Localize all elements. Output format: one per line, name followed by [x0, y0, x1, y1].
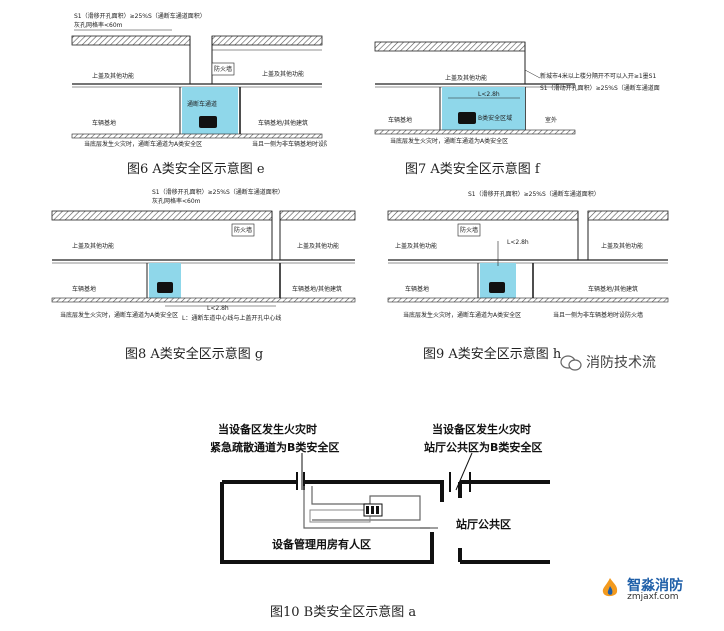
- figure-f-dim-label: L<2.8h: [478, 91, 500, 98]
- figure-e-roof-right: [211, 35, 323, 46]
- figure-f-roof: [374, 41, 526, 52]
- figure-a-caption: 图10 B类安全区示意图 a: [270, 605, 417, 620]
- figure-f-side-note-1: 新城市4米以上楼分隔开不可以入开≥1墨S1: [540, 72, 656, 80]
- figure-e-caption: 图6 A类安全区示意图 e: [127, 162, 265, 177]
- wechat-icon: [560, 355, 582, 371]
- logo-watermark: 智淼消防 zmjaxf.com: [598, 577, 683, 603]
- figure-e-roof-left: [71, 35, 191, 46]
- figure-g-upper-left: 上盖及其他功能: [72, 242, 114, 250]
- figure-h-diagram: S1（滑移开孔面积）≥25%S（通断车通道面积） L<2.8h 防火墙 上盖及其…: [387, 190, 669, 319]
- figure-a-hall-label: 站厅公共区: [456, 517, 511, 531]
- figure-e-upper-left: 上盖及其他功能: [92, 72, 134, 80]
- figure-h-top-note: S1（滑移开孔面积）≥25%S（通断车通道面积）: [468, 190, 600, 198]
- figure-e-top-note: S1（滑移开孔面积）≥25%S（通断车通道面积）: [74, 12, 206, 20]
- figure-f-bottom-note-left: 当底层发生火灾时，通断车通道为A类安全区: [390, 137, 508, 145]
- wechat-watermark-text: 消防技术流: [586, 355, 656, 371]
- figure-g-roof-right: [279, 210, 356, 221]
- figure-g-wall-label: 防火墙: [234, 226, 252, 234]
- figure-f-safety-zone: [442, 87, 525, 130]
- figure-h-caption: 图9 A类安全区示意图 h: [423, 347, 562, 362]
- figure-f-outdoor: 室外: [545, 116, 557, 124]
- figure-g-opening-note: 灰孔网格率<60m: [152, 197, 201, 205]
- figure-e-vehicle-other: 车辆基地/其他建筑: [258, 119, 308, 127]
- figure-g-diagram: S1（滑移开孔面积）≥25%S（通断车通道面积） 灰孔网格率<60m 防火墙 上…: [51, 188, 356, 322]
- figure-g-upper-right: 上盖及其他功能: [297, 242, 339, 250]
- figure-a-note-right-2: 站厅公共区为B类安全区: [424, 440, 542, 454]
- figure-e-bottom-note-left: 当底层发生火灾时，通断车通道为A类安全区: [84, 140, 202, 148]
- figure-e-upper-right: 上盖及其他功能: [262, 70, 304, 78]
- figure-e-wall-label: 防火墙: [214, 65, 232, 73]
- figure-g-roof-left: [51, 210, 273, 221]
- figure-f-caption: 图7 A类安全区示意图 f: [405, 162, 540, 177]
- figure-f-diagram: L<2.8h B类安全区域 上盖及其他功能 车辆基地 室外 新城市4米以上楼分隔…: [374, 41, 660, 145]
- figure-g-bottom-note-left: 当底层发生火灾时，通断车通道为A类安全区: [60, 311, 178, 319]
- figure-h-bottom-note-left: 当底层发生火灾时，通断车通道为A类安全区: [403, 311, 521, 319]
- figure-h-upper-left: 上盖及其他功能: [395, 242, 437, 250]
- figure-g-top-note: S1（滑移开孔面积）≥25%S（通断车通道面积）: [152, 188, 284, 196]
- wechat-watermark: 消防技术流: [560, 352, 656, 372]
- figure-e-diagram: S1（滑移开孔面积）≥25%S（通断车通道面积） 灰孔网格率<60m 通断车通道…: [71, 12, 327, 148]
- figure-e-opening-note: 灰孔网格率<60m: [74, 21, 123, 29]
- figure-a-note-left-2: 紧急疏散通道为B类安全区: [210, 440, 339, 454]
- figure-f-vehicle-base: 车辆基地: [388, 116, 412, 124]
- figure-e-channel-label: 通断车通道: [187, 100, 217, 108]
- figure-g-vehicle-other: 车辆基地/其他建筑: [292, 285, 342, 293]
- figure-h-dim-label: L<2.8h: [507, 239, 529, 246]
- figure-h-vehicle-other: 车辆基地/其他建筑: [588, 285, 638, 293]
- figure-h-vehicle-base: 车辆基地: [405, 285, 429, 293]
- figure-a-diagram: 当设备区发生火灾时 紧急疏散通道为B类安全区 当设备区发生火灾时 站厅公共区为B…: [210, 422, 550, 564]
- figure-a-note-right-1: 当设备区发生火灾时: [432, 422, 531, 436]
- figure-g-caption: 图8 A类安全区示意图 g: [125, 347, 264, 362]
- figure-g-dim-label: L<2.8h: [207, 305, 229, 312]
- figure-h-roof-left: [387, 210, 579, 221]
- flame-logo-icon: [598, 577, 622, 603]
- figure-e-bottom-note-right: 当且一侧为非车辆基地时设防火墙: [252, 140, 327, 148]
- figure-h-roof-right: [587, 210, 669, 221]
- figure-h-bottom-note-right: 当且一侧为非车辆基地时设防火墙: [553, 311, 643, 319]
- logo-url-text: zmjaxf.com: [627, 591, 679, 602]
- figure-f-upper-label: 上盖及其他功能: [445, 74, 487, 82]
- figure-h-wall-label: 防火墙: [460, 226, 478, 234]
- logo-text: 智淼消防: [627, 577, 684, 594]
- figure-e-vehicle-base: 车辆基地: [92, 119, 116, 127]
- figure-f-zone-label: B类安全区域: [478, 114, 512, 122]
- figure-g-vehicle-base: 车辆基地: [72, 285, 96, 293]
- figure-f-side-note-2: S1（滑动开孔面积）≥25%S（通断车通道面积）: [540, 84, 660, 92]
- figure-g-bottom-note-right: L：通断车道中心线与上盖开孔中心线: [182, 314, 281, 322]
- figure-h-upper-right: 上盖及其他功能: [601, 242, 643, 250]
- figure-a-note-left-1: 当设备区发生火灾时: [218, 422, 317, 436]
- figure-a-equipment-label: 设备管理用房有人区: [272, 537, 371, 551]
